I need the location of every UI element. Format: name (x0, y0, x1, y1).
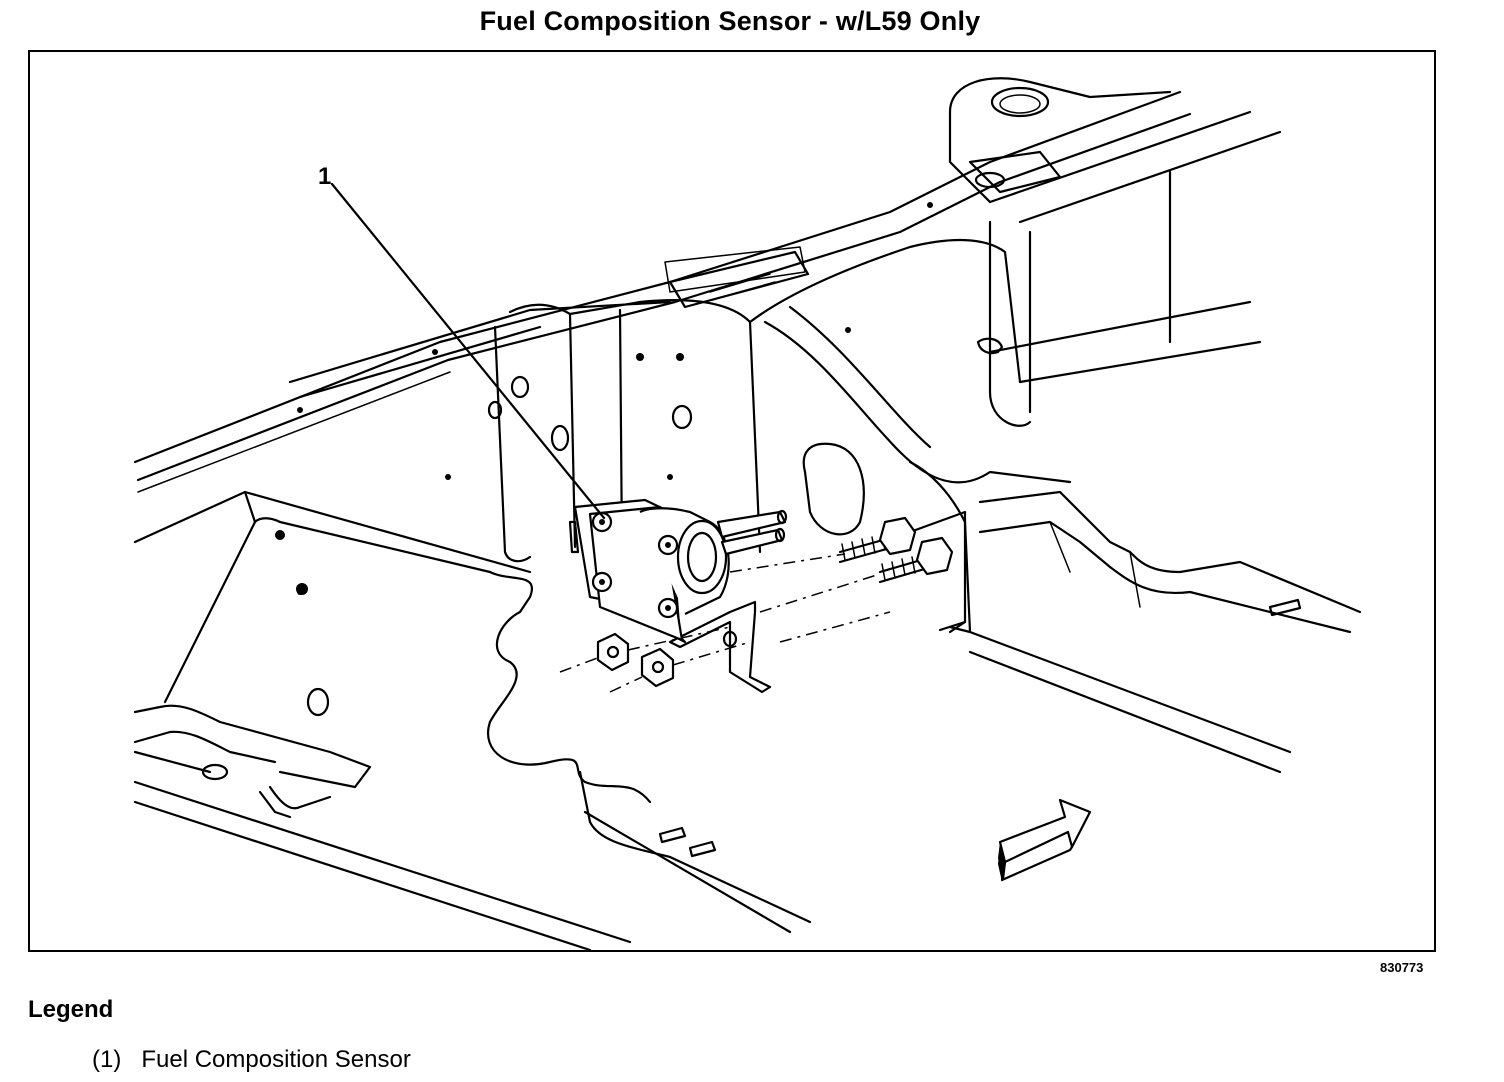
mounting-bolt (838, 516, 917, 564)
alignment-lines (559, 553, 891, 693)
mounting-bolt (878, 536, 954, 584)
forward-arrow-icon (998, 798, 1092, 882)
legend-label: Fuel Composition Sensor (141, 1046, 411, 1073)
frame-horn-upper-right (948, 77, 1172, 204)
legend-marker: (1) (92, 1046, 122, 1073)
crossmember-bulkhead (487, 202, 1022, 563)
label-plate (668, 250, 810, 309)
sensor-mount-stud (591, 511, 679, 619)
mounting-nut (640, 647, 675, 688)
lower-left-bracket (133, 704, 372, 819)
crossmember-arch (763, 305, 1362, 774)
legend-item: (1) Fuel Composition Sensor (92, 1046, 411, 1074)
frame-rail-upper (133, 90, 1192, 493)
mounting-nut (596, 632, 630, 672)
frame-rail-left (133, 349, 812, 950)
legend-list: (1) Fuel Composition Sensor (92, 1046, 411, 1074)
figure-id: 830773 (1380, 960, 1424, 975)
legend-heading: Legend (28, 996, 114, 1023)
fuel-sensor-illustration: 1 (133, 77, 1362, 950)
illustration-frame: 1 (28, 50, 1436, 952)
frame-rail-right (976, 110, 1282, 427)
diagram-title: Fuel Composition Sensor - w/L59 Only (479, 6, 981, 36)
callout-1: 1 (318, 163, 606, 520)
fuel-composition-sensor (568, 498, 788, 644)
callout-number: 1 (318, 163, 331, 190)
